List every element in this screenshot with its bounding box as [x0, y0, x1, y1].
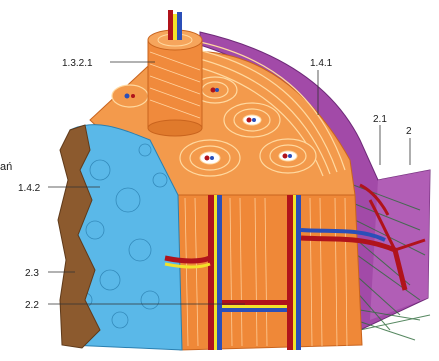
- label-periosteum-vessels: 2.1: [373, 114, 387, 125]
- osteon: [260, 139, 316, 173]
- label-periosteum: 2: [406, 126, 412, 137]
- label-edge-text: ań: [0, 161, 12, 173]
- compact-bone-front: [175, 195, 362, 350]
- osteon: [180, 140, 240, 176]
- label-osteon-canal: 1.3.2.1: [62, 58, 93, 69]
- label-spongy-bone: 1.4.2: [18, 183, 41, 194]
- osteon: [112, 85, 148, 107]
- label-outer-lamellae: 1.4.1: [310, 58, 333, 69]
- label-volkmann-vessels: 2.2: [25, 300, 39, 311]
- osteon: [224, 103, 280, 137]
- label-marrow: 2.3: [25, 268, 39, 279]
- osteon-cylinder: [148, 10, 202, 136]
